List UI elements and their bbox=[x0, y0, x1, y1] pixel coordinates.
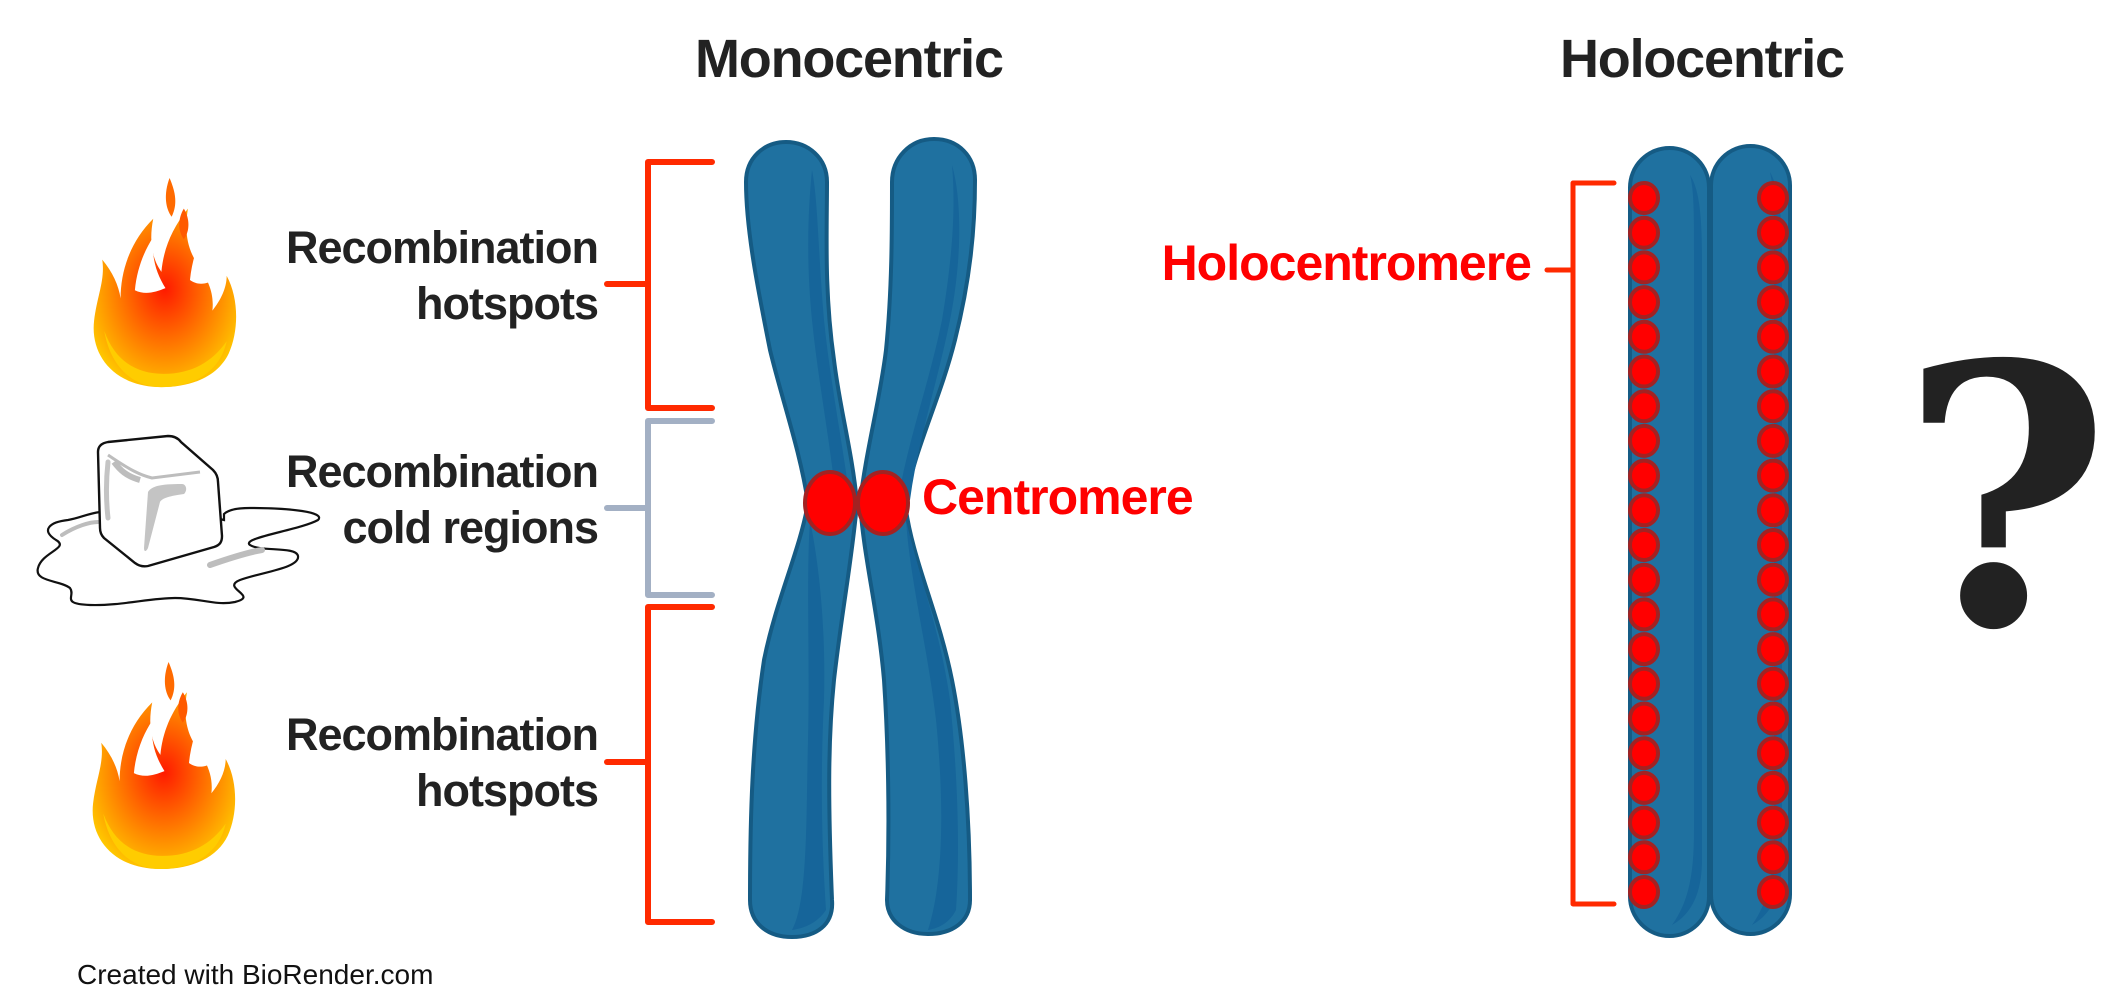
holocentromere-dot-right bbox=[1757, 736, 1789, 771]
holocentromere-dot-right bbox=[1757, 666, 1789, 701]
holocentromere-dot-right bbox=[1757, 458, 1789, 493]
holocentromere-dot-right bbox=[1757, 319, 1789, 354]
holocentromere-dot-left bbox=[1628, 736, 1660, 771]
chromatid-left bbox=[743, 139, 860, 940]
region-label-line2: hotspots bbox=[416, 765, 599, 816]
holocentric-chromosome bbox=[1628, 144, 1792, 938]
holocentromere-dot-left bbox=[1628, 805, 1660, 840]
question-mark-icon: ? bbox=[1900, 286, 2106, 709]
holocentromere-dot-right bbox=[1757, 597, 1789, 632]
holocentromere-dot-left bbox=[1628, 840, 1660, 875]
holocentromere-dot-right bbox=[1757, 840, 1789, 875]
holocentromere-dot-left bbox=[1628, 770, 1660, 805]
holocentromere-dot-right bbox=[1757, 562, 1789, 597]
region-label-hotspot-top: Recombination hotspots bbox=[285, 220, 599, 332]
holocentromere-dot-right bbox=[1757, 632, 1789, 667]
fire-icon bbox=[93, 178, 237, 388]
centromere-right bbox=[856, 470, 910, 536]
holocentromere-label: Holocentromere bbox=[1161, 235, 1532, 291]
ice-cube-icon bbox=[36, 434, 321, 607]
hotspot-bracket-bottom bbox=[604, 604, 715, 925]
holocentromere-dot-left bbox=[1628, 250, 1660, 285]
region-label-line2: cold regions bbox=[342, 502, 599, 553]
region-label-line1: Recombination bbox=[285, 446, 599, 497]
region-label-line1: Recombination bbox=[285, 222, 599, 273]
holocentromere-dot-left bbox=[1628, 319, 1660, 354]
centromere-left bbox=[803, 470, 857, 536]
holocentromere-dot-left bbox=[1628, 493, 1660, 528]
holocentromere-bracket bbox=[1544, 180, 1617, 907]
region-label-line1: Recombination bbox=[285, 709, 599, 760]
monocentric-title: Monocentric bbox=[695, 29, 1004, 89]
region-label-hotspot-bottom: Recombination hotspots bbox=[285, 707, 599, 819]
holocentromere-dot-left bbox=[1628, 562, 1660, 597]
holocentromere-dot-right bbox=[1757, 181, 1789, 215]
holocentromere-dot-right bbox=[1757, 770, 1789, 805]
holocentromere-dot-left bbox=[1628, 875, 1660, 909]
holocentromere-dot-right bbox=[1757, 250, 1789, 285]
holocentromere-dot-left bbox=[1628, 285, 1660, 320]
holocentromere-dot-right bbox=[1757, 423, 1789, 458]
holocentromere-dot-left bbox=[1628, 528, 1660, 562]
holocentromere-dot-left bbox=[1628, 666, 1660, 701]
region-label-line2: hotspots bbox=[416, 278, 599, 329]
holocentromere-dot-left bbox=[1628, 215, 1660, 250]
holocentromere-dot-right bbox=[1757, 528, 1789, 562]
monocentric-chromosome bbox=[743, 136, 978, 940]
holocentromere-dot-left bbox=[1628, 423, 1660, 458]
holocentromere-dot-left bbox=[1628, 632, 1660, 667]
holocentromere-dot-left bbox=[1628, 389, 1660, 424]
hotspot-bracket-top bbox=[604, 159, 715, 411]
region-label-cold: Recombination cold regions bbox=[285, 444, 599, 556]
holocentromere-dot-right bbox=[1757, 354, 1789, 389]
holocentromere-dot-left bbox=[1628, 701, 1660, 736]
biorender-credit: Created with BioRender.com bbox=[77, 959, 434, 990]
centromere-label: Centromere bbox=[922, 469, 1194, 525]
holocentromere-dot-right bbox=[1757, 389, 1789, 424]
holocentromere-dot-right bbox=[1757, 285, 1789, 320]
holocentromere-dot-right bbox=[1757, 215, 1789, 250]
holocentromere-dot-left bbox=[1628, 597, 1660, 632]
holocentromere-dot-right bbox=[1757, 875, 1789, 909]
holocentromere-dot-right bbox=[1757, 701, 1789, 736]
holocentromere-dot-left bbox=[1628, 458, 1660, 493]
holocentromere-dot-right bbox=[1757, 493, 1789, 528]
holocentromere-dot-left bbox=[1628, 181, 1660, 215]
cold-region-bracket bbox=[604, 418, 715, 598]
fire-icon bbox=[92, 662, 236, 870]
holocentromere-dot-right bbox=[1757, 805, 1789, 840]
holocentromere-dot-left bbox=[1628, 354, 1660, 389]
holocentromere-dots bbox=[1628, 181, 1789, 909]
holocentric-title: Holocentric bbox=[1560, 29, 1845, 89]
